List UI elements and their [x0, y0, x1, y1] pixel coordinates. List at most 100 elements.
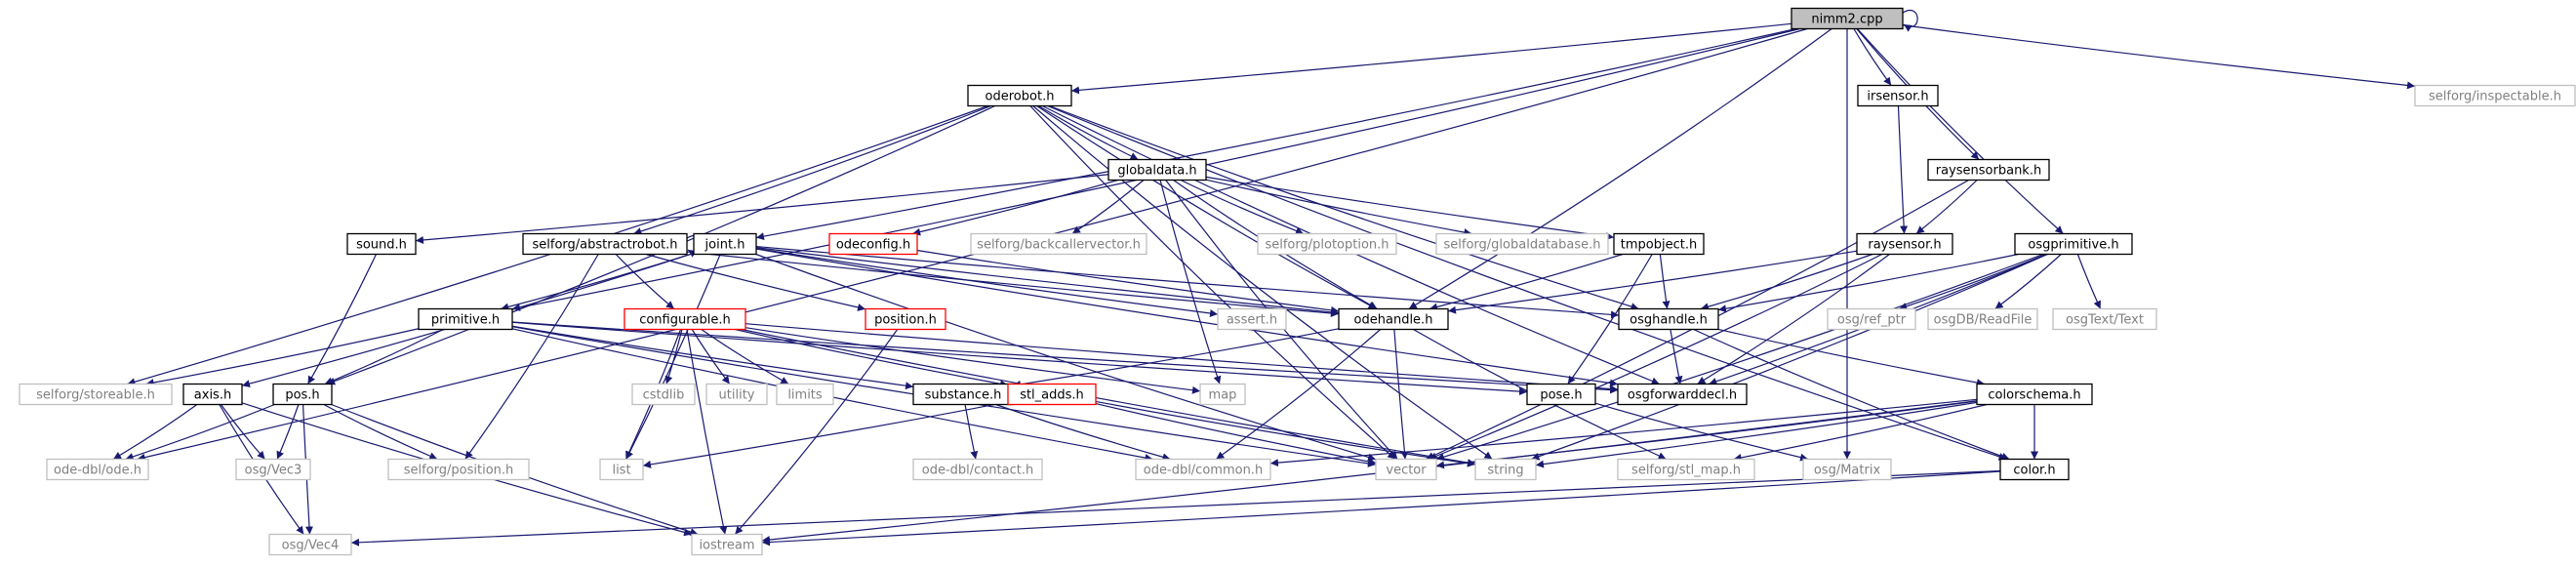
edge-joint-to-asserth — [755, 247, 1219, 317]
edge-nimm2-to-osgprimitive — [1857, 28, 2064, 234]
node-position[interactable]: position.h — [865, 307, 946, 331]
node-label: osgprimitive.h — [2028, 238, 2118, 253]
node-label: sound.h — [356, 238, 407, 253]
node-box — [522, 232, 688, 256]
node-box — [418, 307, 513, 331]
node-colorh[interactable]: color.h — [1999, 458, 2070, 481]
node-label: pos.h — [285, 388, 319, 403]
node-label: globaldata.h — [1117, 164, 1196, 179]
node-abstractrobot[interactable]: selforg/abstractrobot.h — [522, 232, 688, 256]
node-box — [1976, 383, 2093, 406]
node-odehandle[interactable]: odehandle.h — [1338, 307, 1449, 331]
node-box — [2014, 232, 2133, 256]
node-box — [1257, 232, 1397, 256]
edge-colorschema-to-string — [1535, 401, 1978, 468]
edge-nimm2-to-irsensor — [1853, 28, 1892, 86]
edge-pose-to-matrix — [1594, 402, 1809, 462]
nodes-layer: nimm2.cpp oderobot.h irsensor.h selforg/ins… — [19, 7, 2576, 556]
node-box — [693, 232, 757, 256]
edge-primitive-to-substance — [511, 325, 914, 390]
node-osgprimitive[interactable]: osgprimitive.h — [2014, 232, 2133, 256]
node-box — [1435, 232, 1609, 256]
edge-configurable-to-limits — [701, 329, 789, 385]
node-substance[interactable]: substance.h — [912, 383, 1014, 406]
node-axis[interactable]: axis.h — [182, 383, 243, 406]
node-colorschema[interactable]: colorschema.h — [1976, 383, 2093, 406]
node-configurable[interactable]: configurable.h — [624, 307, 746, 331]
node-box — [1107, 158, 1207, 182]
node-globaldatabase: selforg/globaldatabase.h — [1435, 232, 1609, 256]
edge-odehandle-to-common — [1215, 329, 1382, 460]
edge-tmpobject-to-osghandle — [1659, 254, 1670, 309]
node-label: iostream — [699, 539, 754, 553]
node-oderobot[interactable]: oderobot.h — [967, 84, 1072, 107]
node-box — [624, 307, 746, 331]
node-list: list — [599, 458, 644, 481]
node-sound[interactable]: sound.h — [346, 232, 417, 256]
node-cstdlib: cstdlib — [631, 383, 696, 406]
edge-abstractrobot-to-selfposition — [464, 254, 599, 460]
node-label: osgforwarddecl.h — [1628, 388, 1737, 403]
node-inspectable: selforg/inspectable.h — [2414, 84, 2576, 107]
node-utility: utility — [705, 383, 768, 406]
edge-configurable-to-osgfwd — [745, 323, 1619, 393]
node-tmpobject[interactable]: tmpobject.h — [1613, 232, 1705, 256]
node-label: ode-dbl/contact.h — [922, 464, 1033, 478]
node-osgfwd[interactable]: osgforwarddecl.h — [1617, 383, 1748, 406]
node-box — [387, 458, 530, 481]
node-stlmap: selforg/stl_map.h — [1617, 458, 1755, 481]
node-label: selforg/globaldatabase.h — [1444, 238, 1601, 253]
edge-colorschema-to-stlmap — [1733, 403, 1988, 462]
node-irsensor[interactable]: irsensor.h — [1857, 84, 1939, 107]
edge-axis-to-vec3 — [220, 404, 265, 460]
node-posh[interactable]: pos.h — [272, 383, 333, 406]
node-label: osgText/Text — [2066, 313, 2144, 328]
node-label: list — [612, 464, 630, 478]
node-vector: vector — [1375, 458, 1437, 481]
node-label: oderobot.h — [986, 90, 1055, 104]
edge-raysensor-to-odehandle — [1447, 250, 1858, 314]
node-pose[interactable]: pose.h — [1526, 383, 1596, 406]
edge-joint-to-list — [625, 254, 721, 460]
node-globaldata[interactable]: globaldata.h — [1107, 158, 1207, 182]
node-box — [346, 232, 417, 256]
node-box — [182, 383, 243, 406]
edge-posh-to-odeode — [125, 403, 275, 461]
node-label: colorschema.h — [1988, 388, 2080, 403]
node-label: raysensorbank.h — [1936, 164, 2041, 179]
node-box — [1856, 232, 1953, 256]
edge-primitive-to-posh — [324, 328, 444, 385]
node-nimm2[interactable]: nimm2.cpp — [1791, 7, 1904, 30]
node-box — [268, 533, 352, 556]
edge-configurable-to-iostream — [686, 329, 728, 535]
node-label: raysensor.h — [1868, 238, 1941, 253]
node-raysensor[interactable]: raysensor.h — [1856, 232, 1953, 256]
node-label: osg/Vec3 — [245, 464, 302, 478]
node-raysensorbank[interactable]: raysensorbank.h — [1927, 158, 2050, 182]
node-primitive[interactable]: primitive.h — [418, 307, 513, 331]
node-box — [235, 458, 311, 481]
node-box — [1007, 383, 1097, 406]
edge-irsensor-to-raysensor — [1897, 105, 1909, 234]
edge-posh-to-vec3 — [276, 404, 300, 460]
edge-joint-to-odehandle — [755, 247, 1340, 316]
node-label: irsensor.h — [1867, 90, 1928, 104]
node-box — [1338, 307, 1449, 331]
edge-oderobot-to-abstractrobot — [633, 104, 991, 235]
node-odeconfig[interactable]: odeconfig.h — [828, 232, 918, 256]
edge-substance-to-contact — [964, 404, 979, 460]
node-label: osgDB/ReadFile — [1934, 313, 2033, 328]
edge-globaldata-to-backcaller — [1071, 180, 1145, 234]
edge-posh-to-selfposition — [323, 403, 438, 461]
node-label: joint.h — [704, 238, 745, 253]
node-joint[interactable]: joint.h — [693, 232, 757, 256]
edge-sound-to-posh — [307, 254, 378, 385]
node-label: ode-dbl/common.h — [1144, 464, 1263, 478]
node-stladds[interactable]: stl_adds.h — [1007, 383, 1097, 406]
node-label: selforg/backcallervector.h — [977, 238, 1141, 253]
edge-primitive-to-pose — [511, 321, 1528, 396]
edge-nimm2-to-nimm2 — [1902, 10, 1918, 32]
node-osghandle[interactable]: osghandle.h — [1618, 307, 1719, 331]
node-iostream: iostream — [691, 533, 763, 556]
